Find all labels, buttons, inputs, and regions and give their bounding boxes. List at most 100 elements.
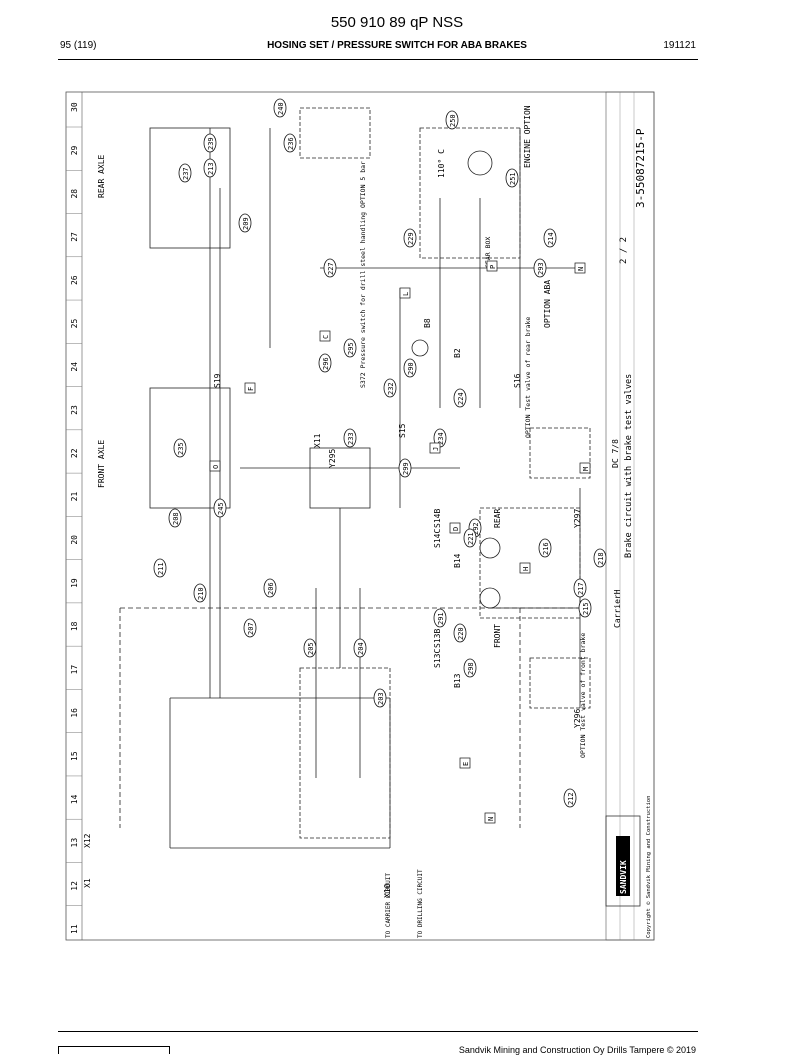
reference-balloon: 204 [353,638,367,658]
reference-balloon: 217 [573,578,587,598]
pressure-switch-label: S372 Pressure switch for drill steel han… [359,161,367,388]
reference-balloon: 212 [563,788,577,808]
drawing-title: Brake circuit with brake test valves [624,374,634,558]
reference-balloon: 232 [383,378,397,398]
circuit-tag: H [519,562,531,574]
svg-text:235: 235 [177,442,185,455]
brand-text: SANDVIK [619,860,628,894]
reference-balloon: 291 [433,608,447,628]
column-number: 18 [70,621,79,631]
circuit-tag: D [449,522,461,534]
column-number: 25 [70,318,79,328]
section-title: HOSING SET / PRESSURE SWITCH FOR ABA BRA… [267,40,527,51]
reference-balloon: 210 [193,583,207,603]
svg-text:229: 229 [407,232,415,245]
svg-text:N: N [487,817,495,821]
component-label: S16 [513,373,522,388]
column-number: 22 [70,448,79,458]
svg-text:216: 216 [542,542,550,555]
copyright-note: Copyright © Sandvik Mining and Construct… [646,796,652,938]
circuit-tag: J [429,442,441,454]
svg-text:233: 233 [347,432,355,445]
page-number: 95 (119) [60,40,97,51]
rear-axle-label: REAR AXLE [97,154,106,198]
svg-text:290: 290 [407,362,415,375]
svg-text:240: 240 [277,102,285,115]
svg-text:239: 239 [207,137,215,150]
component-label: Y297 [573,509,582,528]
svg-text:227: 227 [327,262,335,275]
reference-balloon: 215 [578,598,592,618]
circuit-tag: N [574,262,586,274]
front-label: FRONT [493,624,502,648]
svg-text:234: 234 [437,432,445,445]
option-aba-label: OPTION ABA [543,280,552,328]
svg-text:M: M [582,467,590,471]
column-number: 19 [70,578,79,588]
reference-balloon: 293 [533,258,547,278]
column-number: 16 [70,708,79,718]
svg-text:292: 292 [472,522,480,535]
reference-balloon: 211 [153,558,167,578]
carrier-label: CarrierH [613,589,622,628]
reference-balloon: 203 [373,688,387,708]
svg-text:L: L [402,292,410,296]
svg-text:237: 237 [182,167,190,180]
component-label: B8 [423,318,432,328]
component-label: X11 [313,433,322,448]
column-number: 28 [70,189,79,199]
svg-text:H: H [522,567,530,571]
component-label: S13C [433,649,442,668]
reference-balloon: 207 [243,618,257,638]
document-number: 550 910 89 qP NSS [330,14,464,31]
component-label: S13B [433,629,442,648]
component-label: B14 [453,553,462,568]
svg-text:C: C [322,335,330,339]
svg-text:208: 208 [172,512,180,525]
circuit-tag: L [399,287,411,299]
svg-text:251: 251 [509,172,517,185]
reference-balloon: 209 [238,213,252,233]
column-number: 30 [70,102,79,112]
svg-text:210: 210 [197,587,205,600]
sandvik-logo [616,836,630,896]
svg-text:245: 245 [217,502,225,515]
engine-label: ENGINE OPTION [523,105,532,168]
component-label: X10 [383,883,392,898]
reference-balloon: 221 [463,528,477,548]
svg-text:203: 203 [377,692,385,705]
hydraulic-schematic: 1112131415161718192021222324252627282930… [65,91,655,941]
reference-balloon: 236 [283,133,297,153]
column-number: 20 [70,535,79,545]
svg-text:207: 207 [247,622,255,635]
column-number: 13 [70,838,79,848]
component-label: Y296 [573,709,582,728]
svg-text:296: 296 [322,357,330,370]
reference-balloon: 208 [168,508,182,528]
column-number: 23 [70,405,79,415]
svg-text:D: D [452,527,460,531]
svg-text:224: 224 [457,392,465,405]
circuit-tag: P [486,260,498,272]
svg-text:298: 298 [467,662,475,675]
circuit-tag: M [579,462,591,474]
column-number: 11 [70,924,79,934]
reference-balloon: 240 [273,98,287,118]
footer-rule [58,1031,698,1032]
component-label: S14B [433,509,442,528]
reference-balloon: 251 [505,168,519,188]
reference-balloon: 206 [263,578,277,598]
reference-balloon: 227 [323,258,337,278]
svg-text:211: 211 [157,562,165,575]
svg-text:205: 205 [307,642,315,655]
drawing-model: DC 7/8 [611,439,620,468]
front-axle-label: FRONT AXLE [97,440,106,488]
svg-text:221: 221 [467,532,475,545]
reference-balloon: 299 [398,458,412,478]
gear-box-label: GEAR BOX [484,237,492,268]
reference-balloon: 235 [173,438,187,458]
column-number: 26 [70,275,79,285]
svg-text:236: 236 [287,137,295,150]
column-number: 21 [70,492,79,502]
